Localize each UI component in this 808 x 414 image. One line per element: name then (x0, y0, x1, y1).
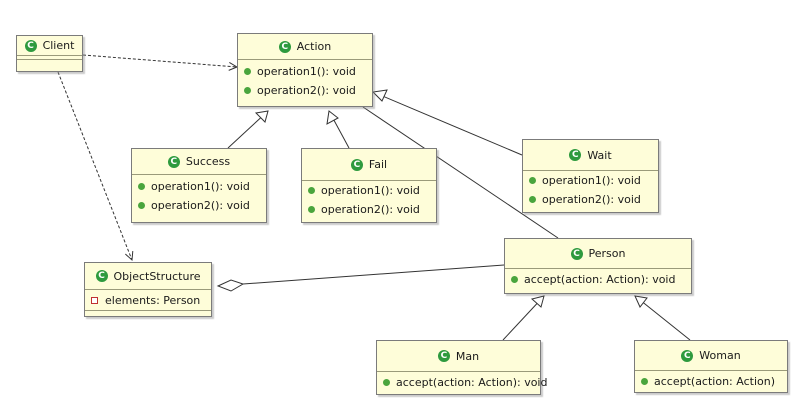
class-header: C Man (377, 341, 540, 372)
aggregation-objectstructure-person (242, 264, 505, 285)
operation-label: operation2(): void (542, 193, 641, 206)
public-method-icon (529, 177, 536, 184)
class-name: Woman (699, 349, 741, 362)
class-header: C Wait (523, 140, 658, 171)
class-icon: C (570, 247, 583, 260)
public-method-icon (308, 187, 315, 194)
class-icon: C (24, 39, 37, 52)
class-header: C Client (17, 36, 82, 56)
operation-label: operation1(): void (257, 65, 356, 78)
operation: operation2(): void (523, 190, 658, 209)
operation: accept(action: Action): void (377, 373, 547, 392)
class-name: Man (455, 349, 480, 363)
public-method-icon (529, 196, 536, 203)
attribute-label: elements: Person (105, 293, 201, 307)
class-header: C Fail (302, 149, 436, 181)
operation-label: accept(action: Action) (654, 375, 775, 388)
class-icon: C (95, 270, 108, 282)
class-icon: C (167, 155, 180, 168)
public-method-icon (308, 206, 315, 213)
class-fail[interactable]: C Fail operation1(): void operation2(): … (301, 148, 437, 223)
operation: operation2(): void (132, 196, 266, 215)
class-operations: operation1(): void operation2(): void (238, 60, 372, 100)
aggregation-diamond (216, 279, 245, 292)
class-header: C Woman (635, 341, 787, 371)
public-method-icon (383, 379, 390, 386)
association-person-action (362, 106, 559, 239)
generalization-wait-action (372, 91, 523, 156)
public-method-icon (138, 202, 145, 209)
operation-label: operation1(): void (542, 174, 641, 187)
generalization-head-man (530, 295, 545, 308)
operation-label: accept(action: Action): void (524, 273, 676, 286)
operation-label: operation2(): void (257, 84, 356, 97)
class-header: C Person (505, 239, 691, 269)
class-name: Person (588, 247, 626, 260)
operation-label: operation1(): void (151, 180, 250, 193)
operation: operation1(): void (238, 62, 372, 81)
operation: operation2(): void (302, 200, 436, 219)
class-body (17, 59, 82, 64)
class-name: Wait (587, 148, 612, 162)
operation-label: accept(action: Action): void (396, 376, 548, 389)
class-name: ObjectStructure (113, 269, 201, 283)
class-name: Fail (368, 158, 388, 171)
operation-label: operation1(): void (321, 184, 420, 197)
class-operations: accept(action: Action) (635, 371, 787, 391)
class-operations: accept(action: Action): void (377, 372, 547, 392)
dependency-client-objectstructure (57, 71, 132, 260)
class-icon: C (681, 349, 694, 362)
class-name: Action (296, 40, 332, 53)
public-method-icon (244, 68, 251, 75)
generalization-woman-person (634, 295, 691, 341)
operation-label: operation2(): void (321, 203, 420, 216)
public-method-icon (641, 378, 648, 385)
class-woman[interactable]: C Woman accept(action: Action) (634, 340, 788, 393)
class-operations: accept(action: Action): void (505, 269, 691, 289)
class-man[interactable]: C Man accept(action: Action): void (376, 340, 547, 395)
generalization-head-woman (634, 295, 648, 308)
class-operations (85, 310, 211, 315)
private-field-icon (91, 296, 98, 304)
generalization-head-success (254, 110, 269, 123)
class-icon: C (569, 149, 582, 161)
class-operations: operation1(): void operation2(): void (302, 181, 436, 219)
class-success[interactable]: C Success operation1(): void operation2(… (131, 148, 267, 223)
attribute: elements: Person (85, 290, 211, 310)
class-wait[interactable]: C Wait operation1(): void operation2(): … (522, 139, 659, 213)
class-person[interactable]: C Person accept(action: Action): void (504, 238, 692, 294)
public-method-icon (511, 276, 518, 283)
generalization-head-wait (371, 89, 388, 102)
operation: operation1(): void (523, 171, 658, 190)
class-objectstructure[interactable]: C ObjectStructure elements: Person (84, 262, 212, 317)
class-header: C Action (238, 34, 372, 60)
class-header: C Success (132, 149, 266, 175)
dependency-client-action (82, 54, 237, 67)
operation: accept(action: Action) (635, 372, 787, 391)
class-name: Client (42, 39, 75, 52)
class-icon: C (278, 40, 291, 53)
operation: operation2(): void (238, 81, 372, 100)
class-client[interactable]: C Client (16, 35, 83, 72)
class-operations: operation1(): void operation2(): void (523, 171, 658, 209)
operation-label: operation2(): void (151, 199, 250, 212)
operation: operation1(): void (302, 181, 436, 200)
class-header: C ObjectStructure (85, 263, 211, 290)
operation: accept(action: Action): void (505, 270, 691, 289)
generalization-head-fail (326, 110, 339, 125)
class-operations: operation1(): void operation2(): void (132, 175, 266, 215)
operation: operation1(): void (132, 177, 266, 196)
public-method-icon (244, 87, 251, 94)
class-icon: C (437, 350, 450, 362)
class-action[interactable]: C Action operation1(): void operation2()… (237, 33, 373, 107)
class-icon: C (350, 158, 363, 171)
public-method-icon (138, 183, 145, 190)
class-name: Success (185, 155, 231, 168)
